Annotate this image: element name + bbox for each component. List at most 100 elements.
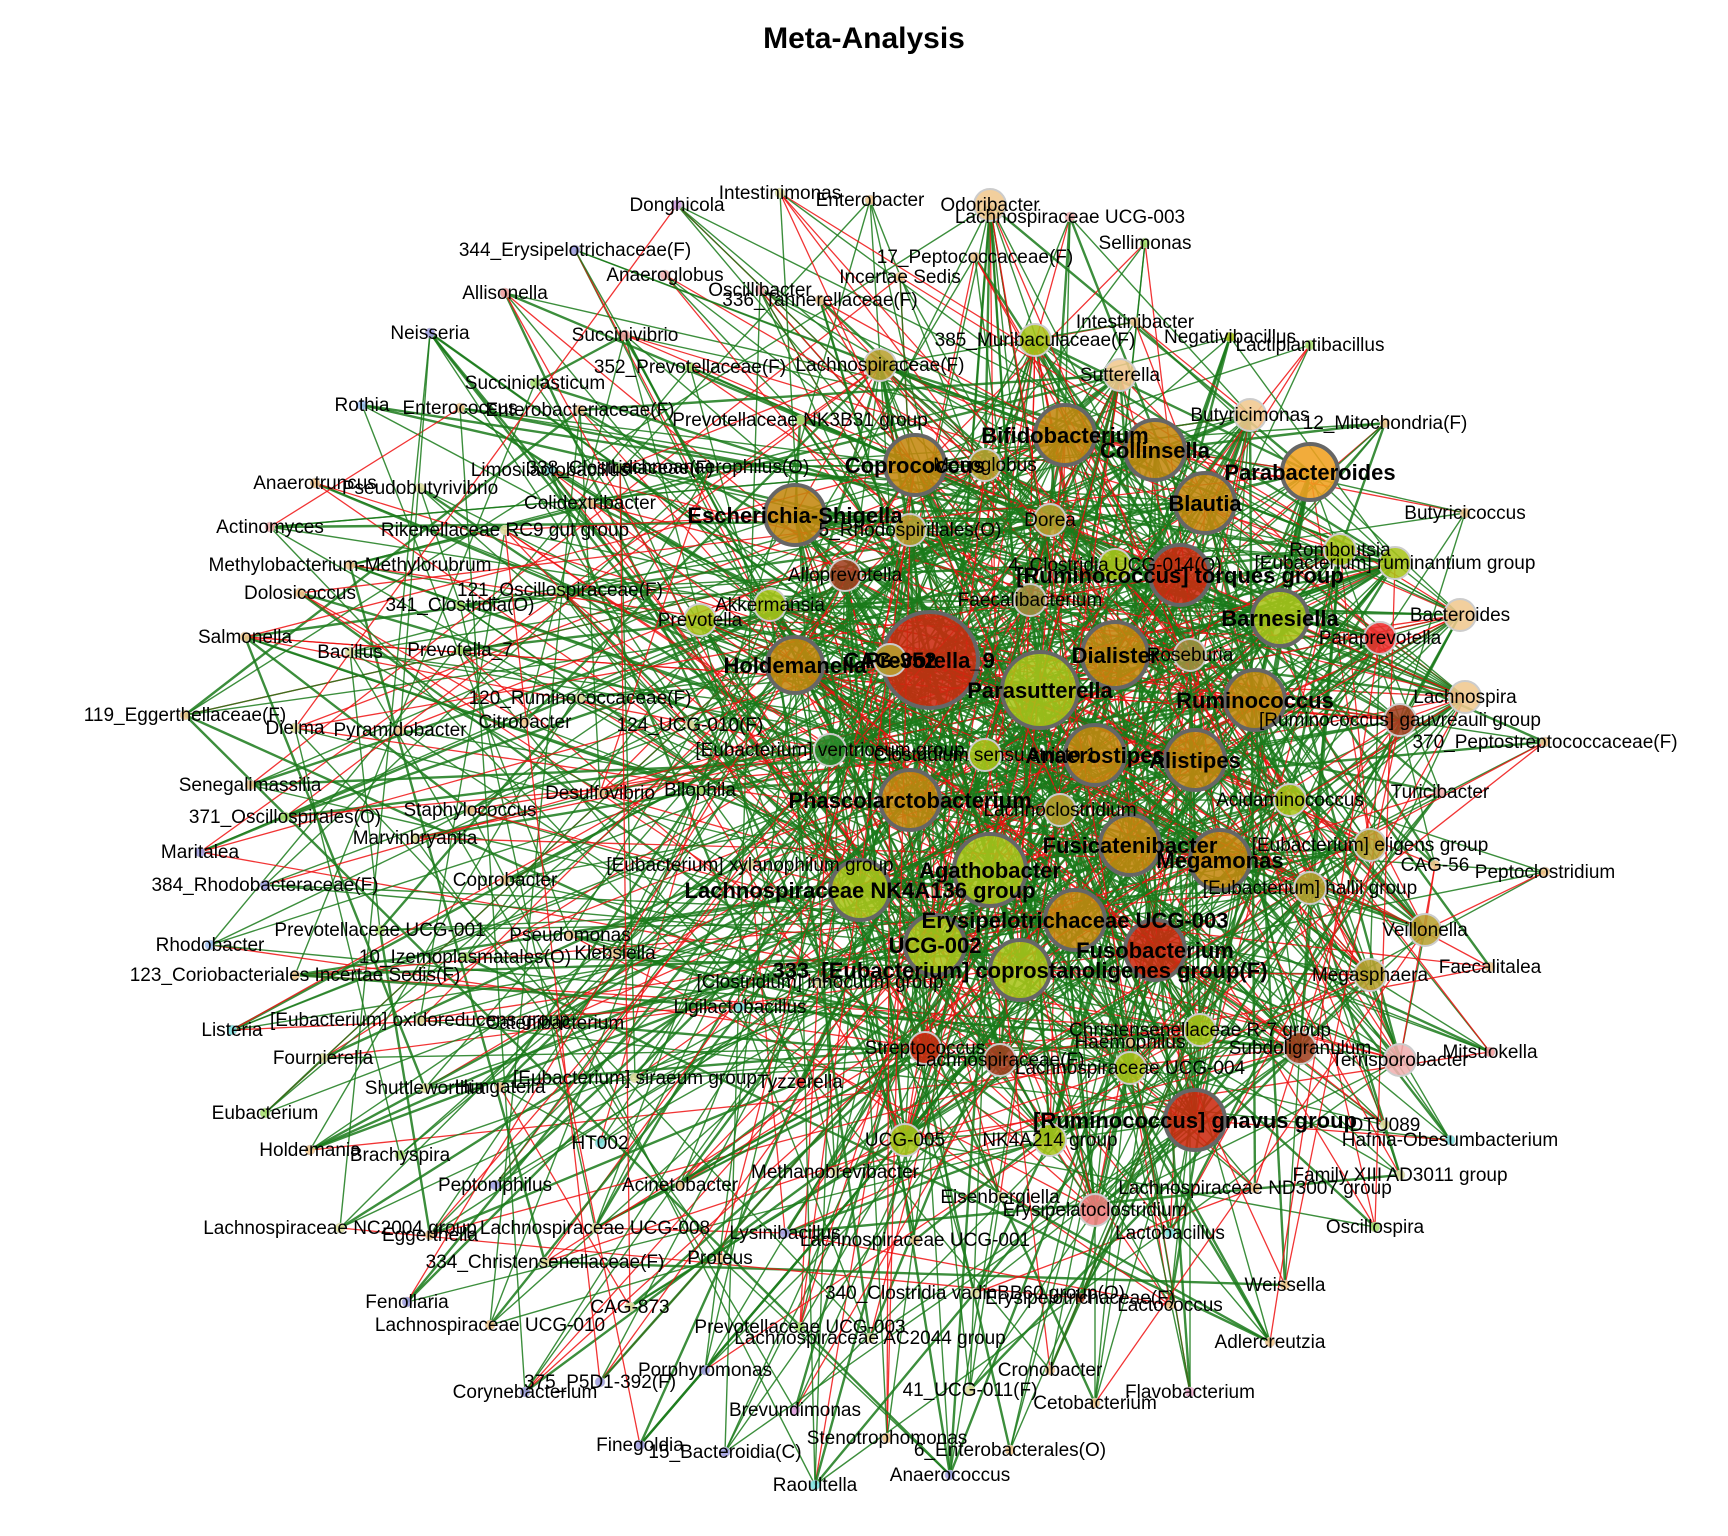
positive-edge (459, 407, 1131, 846)
network-node (519, 1386, 531, 1398)
node-label: Lactiplantibacillus (1236, 335, 1385, 356)
network-node (289, 722, 301, 734)
network-node (609, 947, 621, 959)
positive-edge (184, 204, 991, 716)
negative-edge (599, 574, 1181, 1383)
network-node (1283, 1031, 1317, 1065)
node-label: Lachnospiraceae UCG-001 (800, 1230, 1030, 1251)
chart-title: Meta-Analysis (763, 22, 965, 55)
network-node (304, 1144, 316, 1156)
negative-edge (569, 934, 1096, 1211)
network-node (1043, 888, 1107, 952)
positive-edge (574, 249, 1396, 564)
positive-edge (524, 599, 1031, 1393)
node-label: Salmonella (198, 627, 292, 648)
node-label: Incertae Sedis (839, 267, 960, 288)
positive-edge (419, 529, 506, 1021)
node-label: Marvinbryantia (353, 828, 478, 849)
network-node (1378, 546, 1412, 580)
network-node (1123, 918, 1187, 982)
network-node (1173, 638, 1207, 672)
positive-edge (1253, 699, 1287, 1286)
node-label: 384_Rhodobacteraceae(F) (151, 875, 378, 896)
positive-edge (1154, 949, 1401, 1176)
positive-edge (948, 869, 992, 1476)
network-node (1184, 1386, 1196, 1398)
network-node (1163, 728, 1227, 792)
network-node (864, 194, 876, 206)
node-label: Clostridium sensu stricto 1 (874, 745, 1097, 766)
positive-edge (818, 299, 1097, 1211)
positive-edge (1064, 434, 1196, 761)
node-label: Brevundimonas (729, 1400, 861, 1421)
node-label: 121_Oscillospiraceae(F) (457, 580, 663, 601)
network-node (394, 1149, 406, 1161)
positive-edge (799, 654, 1191, 1328)
node-label: Peptoniphilus (438, 1175, 552, 1196)
node-label: Desulfovibrio (545, 783, 655, 804)
node-label: Paraprevotella (1319, 628, 1442, 649)
positive-edge (184, 519, 1051, 716)
network-node (1013, 583, 1047, 617)
node-label: Listeria (201, 1020, 263, 1041)
positive-edge (1399, 512, 1466, 721)
positive-edge (949, 809, 1061, 1476)
network-node (968, 448, 1002, 482)
node-label: 385_Muribaculaceae(F) (935, 330, 1136, 351)
node-label: 334_Christensenellaceae(F) (426, 1252, 665, 1273)
node-label: Bilophila (664, 780, 736, 801)
node-label: Alistipes (1149, 748, 1241, 773)
network-node (1098, 548, 1132, 582)
network-node (881, 1432, 893, 1444)
positive-edge (569, 934, 1386, 1126)
positive-edge (309, 466, 711, 1151)
node-label: UCG-005 (865, 1130, 945, 1151)
node-label: HT002 (571, 1133, 628, 1154)
positive-edge (1034, 339, 1491, 968)
negative-edge (199, 851, 1201, 1031)
label-layer: Prevotella_9ParasutterellaDialisterHolde… (84, 183, 1678, 1496)
positive-edge (699, 619, 1096, 1211)
positive-edge (594, 791, 1441, 1229)
negative-edge (504, 529, 601, 1383)
network-node (1033, 403, 1097, 467)
node-label: Proteus (687, 1248, 752, 1269)
positive-edge (969, 1209, 1096, 1391)
positive-edge (579, 659, 891, 699)
node-label: 371_Oscillospirales(O) (189, 807, 381, 828)
network-node (564, 929, 576, 941)
network-node (1394, 1169, 1406, 1181)
positive-edge (284, 501, 1206, 819)
negative-edge (999, 966, 1491, 1061)
positive-edge (464, 434, 1066, 958)
positive-edge (361, 403, 1396, 565)
network-node (1074, 1292, 1086, 1304)
positive-edge (459, 407, 526, 1393)
node-layer (179, 187, 1551, 1491)
positive-edge (559, 549, 1341, 591)
positive-edge (1048, 799, 1292, 1371)
positive-edge (929, 561, 1396, 662)
negative-edge (199, 659, 891, 853)
network-node (1183, 1013, 1217, 1047)
positive-edge (704, 664, 796, 1371)
node-label: 333_[Eubacterium] coprostanoligenes grou… (772, 958, 1267, 983)
network-node (779, 1227, 791, 1239)
network-node (419, 1082, 431, 1094)
network-node (529, 377, 541, 389)
network-node (464, 804, 476, 816)
node-label: Coprococcus (845, 453, 986, 478)
network-node (983, 1043, 1017, 1077)
positive-edge (914, 449, 1156, 466)
positive-edge (793, 599, 1032, 1411)
node-label: 370_Peptostreptococcaceae(F) (1412, 732, 1677, 753)
node-label: 340_Clostridia vadinBB60 group(O) (825, 1283, 1125, 1304)
negative-edge (819, 299, 1291, 801)
negative-edge (619, 467, 631, 1308)
node-label: Raoultella (773, 1475, 858, 1496)
network-node (964, 1384, 976, 1396)
network-node (1000, 650, 1080, 730)
network-node (1063, 723, 1127, 787)
positive-edge (349, 336, 1231, 566)
network-node (1429, 859, 1441, 871)
